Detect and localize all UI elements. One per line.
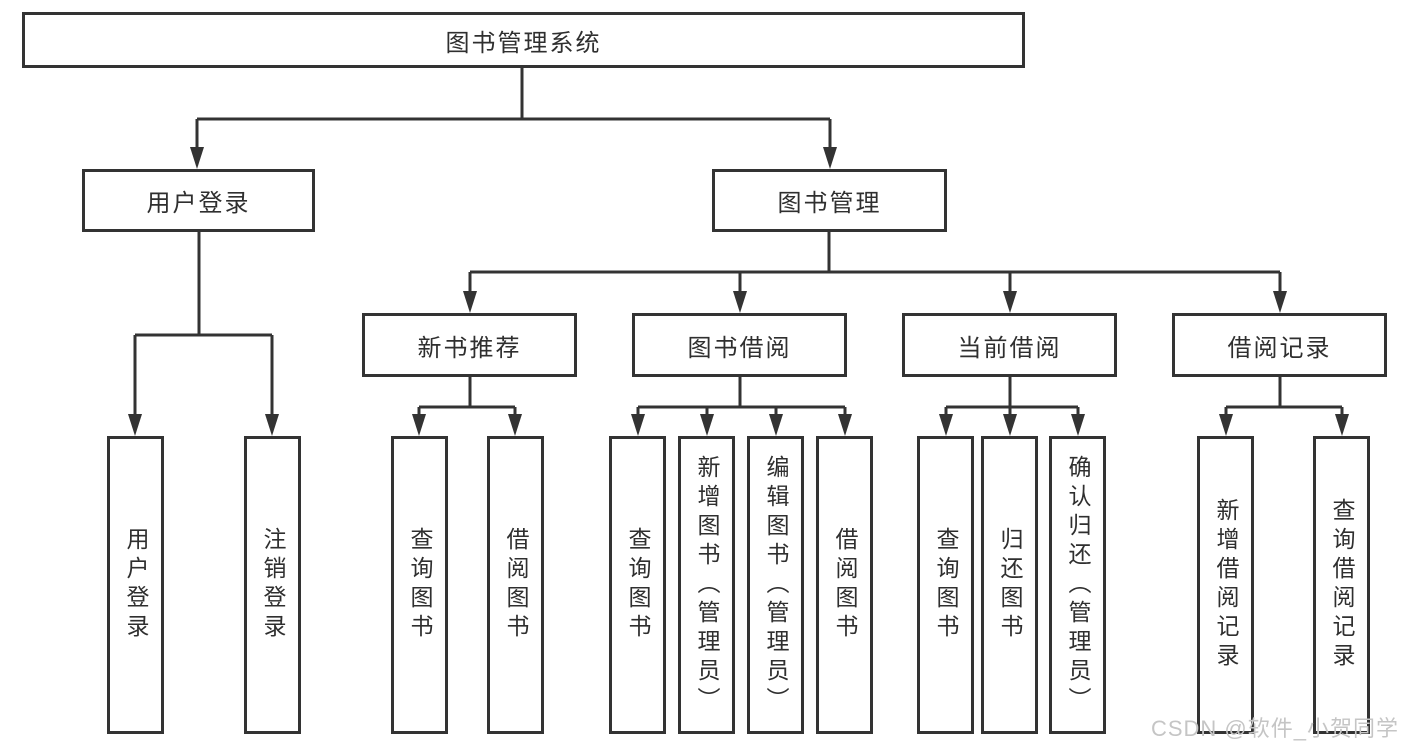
node-current-borrow-label: 当前借阅: [957, 334, 1062, 362]
leaf-confirm-return-admin: 确认归还（管理员）: [1049, 436, 1106, 734]
node-book-management: 图书管理: [712, 169, 947, 232]
leaf-borrow-borrow-books: 借阅图书: [816, 436, 873, 734]
node-root: 图书管理系统: [22, 12, 1025, 68]
leaf-user-login: 用户登录: [107, 436, 164, 734]
leaf-current-query-books: 查询图书: [917, 436, 974, 734]
node-new-book-recommend-label: 新书推荐: [417, 334, 522, 362]
leaf-borrow-query-books: 查询图书: [609, 436, 666, 734]
node-borrow-record-label: 借阅记录: [1227, 334, 1332, 362]
leaf-borrow-query-books-label: 查询图书: [625, 527, 651, 643]
leaf-recommend-borrow-books-label: 借阅图书: [503, 527, 529, 643]
leaf-recommend-query-books-label: 查询图书: [407, 527, 433, 643]
leaf-current-query-books-label: 查询图书: [933, 527, 959, 643]
leaf-edit-book-admin: 编辑图书（管理员）: [747, 436, 804, 734]
node-user-login: 用户登录: [82, 169, 315, 232]
leaf-query-borrow-record-label: 查询借阅记录: [1329, 498, 1355, 672]
leaf-confirm-return-admin-label: 确认归还（管理员）: [1065, 454, 1091, 716]
leaf-user-login-label: 用户登录: [123, 527, 149, 643]
node-root-label: 图书管理系统: [445, 29, 602, 57]
node-new-book-recommend: 新书推荐: [362, 313, 577, 377]
leaf-recommend-query-books: 查询图书: [391, 436, 448, 734]
leaf-add-borrow-record-label: 新增借阅记录: [1213, 498, 1239, 672]
leaf-borrow-borrow-books-label: 借阅图书: [832, 527, 858, 643]
leaf-return-book-label: 归还图书: [997, 527, 1023, 643]
leaf-logout: 注销登录: [244, 436, 301, 734]
node-book-management-label: 图书管理: [777, 190, 882, 217]
leaf-add-book-admin: 新增图书（管理员）: [678, 436, 735, 734]
leaf-recommend-borrow-books: 借阅图书: [487, 436, 544, 734]
node-book-borrow-label: 图书借阅: [687, 334, 792, 362]
node-current-borrow: 当前借阅: [902, 313, 1117, 377]
node-user-login-label: 用户登录: [146, 190, 251, 217]
leaf-edit-book-admin-label: 编辑图书（管理员）: [763, 454, 789, 716]
node-borrow-record: 借阅记录: [1172, 313, 1387, 377]
leaf-return-book: 归还图书: [981, 436, 1038, 734]
leaf-logout-label: 注销登录: [260, 527, 286, 643]
node-book-borrow: 图书借阅: [632, 313, 847, 377]
leaf-query-borrow-record: 查询借阅记录: [1313, 436, 1370, 734]
leaf-add-borrow-record: 新增借阅记录: [1197, 436, 1254, 734]
csdn-watermark: CSDN @软件_小贺同学: [1150, 716, 1399, 741]
leaf-add-book-admin-label: 新增图书（管理员）: [694, 454, 720, 716]
